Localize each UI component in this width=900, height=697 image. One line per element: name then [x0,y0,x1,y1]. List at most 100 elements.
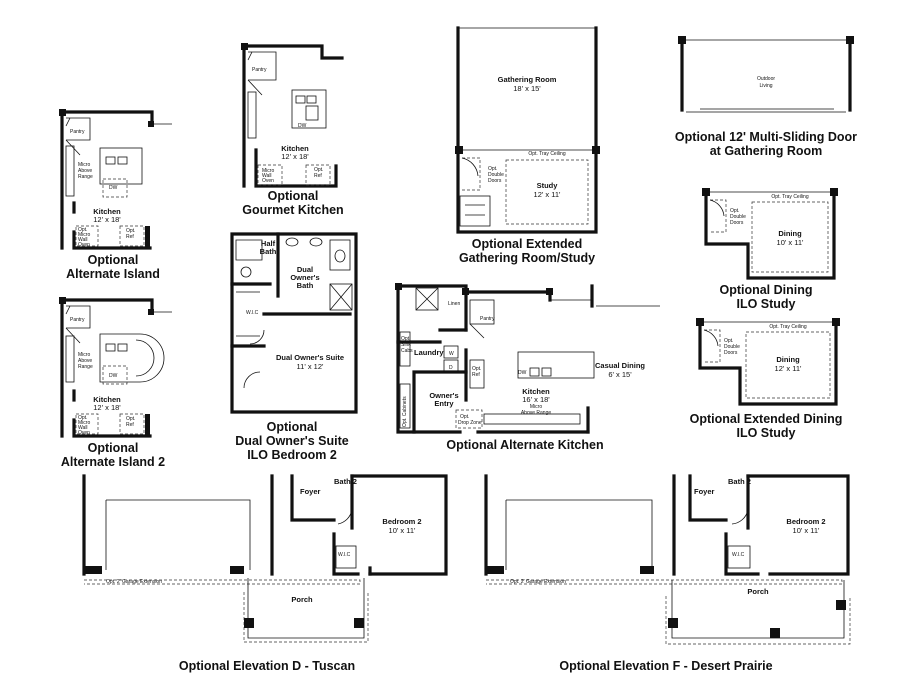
bedroom-label: Bedroom 2 [786,517,825,526]
garage-ext-label: Opt. 2' Garage Extension [106,579,162,585]
wall-oven-label: Micro [262,168,274,174]
plan-dual-owners-suite: Half Bath Dual Owner's Bath W.I.C Dual O… [230,232,358,462]
half-bath-label: Half [261,239,276,248]
dining-label: Dining [778,229,802,238]
suite-label: Dual Owner's Suite [276,353,344,362]
micro-label: Micro [530,404,542,410]
porch-label: Porch [291,595,313,604]
outdoor-label: Living [759,83,772,89]
caption-line: Optional 12' Multi-Sliding Door [675,130,857,144]
caption-line: Optional Dining [719,283,812,297]
caption-line: at Gathering Room [710,144,823,158]
kitchen-dim: 12' x 18' [281,152,309,161]
ref-label: Ref [126,422,134,428]
washer-label: W [449,351,454,357]
wall-oven-label: Oven [78,242,90,248]
caption-line: Optional Alternate Kitchen [446,438,603,452]
wall-oven-label: Wall [78,237,88,243]
tray-label: Opt. Tray Ceiling [769,324,806,330]
plan-alternate-island: Pantry Micro Above Range DW Kitchen 12' … [59,109,172,281]
caption-line: ILO Study [736,426,795,440]
caption-line: Optional Elevation D - Tuscan [179,659,355,673]
dual-bath-label: Dual [297,265,313,274]
dining-dim: 10' x 11' [777,238,804,247]
kitchen-label: Kitchen [281,144,309,153]
ref-label: Ref [314,173,322,179]
garage-ext-label: Opt. 2' Garage Extension [510,579,566,585]
pantry-label: Pantry [70,317,85,323]
doors-label: Double [724,344,740,350]
kitchen-label: Kitchen [522,387,550,396]
gathering-label: Gathering Room [498,75,557,84]
linen-label: Linen [448,301,460,307]
bath-label: Bath 2 [728,477,751,486]
wall-oven-label: Micro [78,420,90,426]
wic-label: W.I.C [246,310,259,316]
suite-dim: 11' x 12' [297,362,324,371]
micro-label: Range [78,174,93,180]
caption-line: Optional Extended Dining [690,412,843,426]
plan-alternate-island-2: Pantry Micro Above Range DW Kitchen 12' … [59,297,172,469]
outdoor-label: Outdoor [757,76,775,82]
casual-dining-label: Casual Dining [595,361,645,370]
caption-line: ILO Study [736,297,795,311]
pantry-label: Pantry [480,316,495,322]
foyer-label: Foyer [300,487,321,496]
caption-line: Optional [267,420,318,434]
tray-label: Opt. Tray Ceiling [528,151,565,157]
ref-label: Ref [126,234,134,240]
kitchen-label: Kitchen [93,395,121,404]
bedroom-label: Bedroom 2 [382,517,421,526]
wall-oven-label: Oven [78,430,90,436]
sink-label: Opt. [401,336,410,342]
drop-zone-label: Drop Zone [458,420,482,426]
drop-zone-label: Opt. [460,414,469,420]
laundry-label: Laundry [414,348,444,357]
wall-oven-label: Micro [78,232,90,238]
study-label: Study [537,181,559,190]
caption-line: Dual Owner's Suite [235,434,348,448]
pantry-label: Pantry [70,129,85,135]
caption-line: Optional Extended [472,237,582,251]
ref-label: Opt. [314,167,323,173]
micro-label: Range [78,364,93,370]
half-bath-label: Bath [260,247,277,256]
dw-label: DW [109,373,118,379]
caption-line: Alternate Island [66,267,160,281]
doors-label: Opt. [730,208,739,214]
caption-line: Optional Elevation F - Desert Prairie [559,659,772,673]
wall-oven-label: Opt. [78,227,87,233]
plan-extended-gathering: Gathering Room 18' x 15' Opt. Tray Ceili… [455,26,600,265]
tray-label: Opt. Tray Ceiling [771,194,808,200]
caption-line: Optional [268,189,319,203]
dryer-label: D [449,365,453,371]
study-dim: 12' x 11' [534,190,561,199]
micro-label: Above [78,168,92,174]
cabinets-label: Opt. Cabinets [402,396,408,427]
kitchen-label: Kitchen [93,207,121,216]
wic-label: W.I.C [338,552,351,558]
dual-bath-label: Bath [297,281,314,290]
wall-oven-label: Opt. [78,415,87,421]
caption-line: Gathering Room/Study [459,251,595,265]
doors-label: Doors [730,220,744,226]
dw-label: DW [109,185,118,191]
caption-line: Optional [88,253,139,267]
ref-label: Opt. [472,366,481,372]
dw-label: DW [298,123,307,129]
wall-oven-label: Wall [262,173,272,179]
kitchen-dim: 12' x 18' [93,403,121,412]
gathering-dim: 18' x 15' [513,84,541,93]
micro-label: Above [78,358,92,364]
caption-line: Alternate Island 2 [61,455,165,469]
bath-label: Bath 2 [334,477,357,486]
owners-entry-label: Entry [434,399,454,408]
dining-dim: 12' x 11' [775,364,802,373]
micro-label: Above Range [521,410,552,416]
plan-elevation-f: Foyer Bath 2 Bedroom 2 10' x 11' W.I.C O… [484,474,851,673]
owners-entry-label: Owner's [429,391,458,400]
dual-bath-label: Owner's [290,273,319,282]
kitchen-dim: 12' x 18' [93,215,121,224]
micro-label: Micro [78,352,90,358]
wall-oven-label: Oven [262,178,274,184]
